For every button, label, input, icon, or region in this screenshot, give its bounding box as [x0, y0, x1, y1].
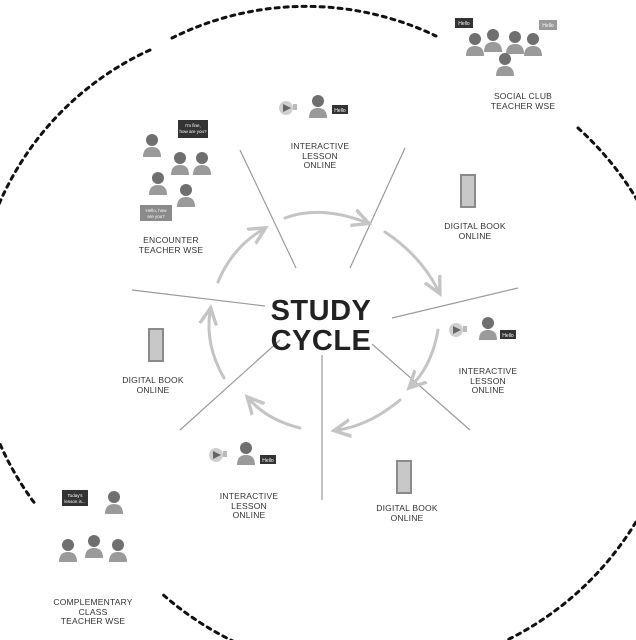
- cycle-arrow: [338, 398, 402, 430]
- center-title: STUDY CYCLE: [246, 296, 396, 356]
- cycle-arrow: [250, 400, 302, 430]
- svg-text:Today's: Today's: [67, 493, 83, 498]
- teacher-video-lesson-icon: Hello: [279, 95, 348, 118]
- divider-line: [349, 147, 406, 269]
- book-icon: [460, 174, 476, 208]
- divider-line: [179, 339, 281, 431]
- center-title-line-2: CYCLE: [270, 325, 372, 357]
- teacher-video-lesson-icon: Hello: [449, 317, 516, 340]
- cycle-arrow: [412, 328, 440, 385]
- book-icon: [396, 460, 412, 494]
- inner-cycle-arrows: [209, 212, 438, 430]
- outer-cycle-arc-right: [158, 126, 636, 640]
- svg-text:are you?: are you?: [147, 214, 165, 219]
- divider-line: [391, 287, 519, 319]
- group-chat-icon: Hello Hello: [455, 18, 557, 76]
- cycle-arrow: [216, 230, 262, 284]
- divider-line: [239, 149, 297, 269]
- svg-text:Hello: Hello: [542, 23, 554, 29]
- center-title-line-1: STUDY: [270, 295, 372, 327]
- svg-text:Hello: Hello: [262, 458, 274, 464]
- svg-text:Hello: Hello: [502, 333, 514, 339]
- svg-text:Hello, how: Hello, how: [145, 208, 167, 213]
- book-icon: [148, 328, 164, 362]
- cycle-arrow: [209, 312, 226, 380]
- svg-text:Hello: Hello: [458, 21, 470, 27]
- divider-line: [131, 289, 266, 307]
- teacher-video-lesson-icon: Hello: [209, 442, 276, 465]
- outer-cycle-arc-top: [170, 4, 438, 40]
- group-conversation-icon: I'm fine, how are you? Hello, how are yo…: [140, 120, 211, 221]
- outer-cycle-arc-left: [0, 48, 152, 507]
- class-group-icon: Today's lesson is...: [59, 490, 127, 562]
- svg-text:I'm fine,: I'm fine,: [185, 123, 201, 128]
- cycle-arrow: [283, 212, 365, 222]
- svg-text:how are you?: how are you?: [179, 129, 207, 134]
- svg-text:Hello: Hello: [334, 108, 346, 114]
- cycle-arrow: [383, 230, 438, 290]
- svg-text:lesson is...: lesson is...: [64, 499, 85, 504]
